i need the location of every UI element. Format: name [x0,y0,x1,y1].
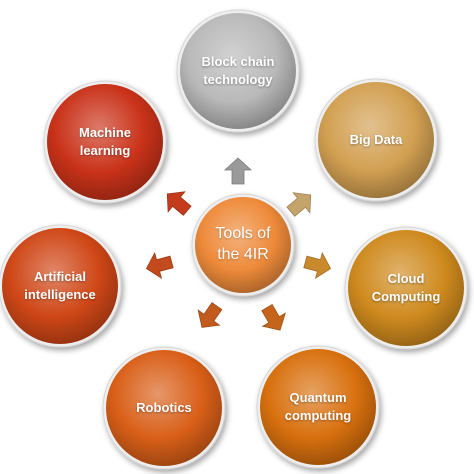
node-label-blockchain: Block chain technology [201,54,275,87]
arrow-to-quantum [261,304,286,331]
node-label-quantum: Quantum computing [284,390,352,423]
node-quantum [260,349,376,465]
center-node [195,197,291,293]
node-big-data [318,82,434,198]
arrow-to-robotics [197,302,223,328]
node-label-ml: Machine learning [78,125,131,158]
node-ai [2,228,118,344]
node-label-big-data: Big Data [349,132,403,148]
node-label-cloud: Cloud Computing [371,271,441,304]
arrow-to-cloud [303,251,332,279]
node-label-robotics: Robotics [136,400,192,416]
arrow-to-blockchain [223,157,253,185]
arrow-to-ai [145,251,174,279]
node-blockchain [180,13,296,129]
node-label-ai: Artificial intelligence [24,269,96,302]
center-label: Tools of the 4IR [215,225,271,263]
node-ml [47,84,163,200]
arrow-to-ml [166,191,192,216]
arrow-to-big-data [286,192,312,217]
node-cloud [348,230,464,346]
node-robotics [106,350,222,466]
